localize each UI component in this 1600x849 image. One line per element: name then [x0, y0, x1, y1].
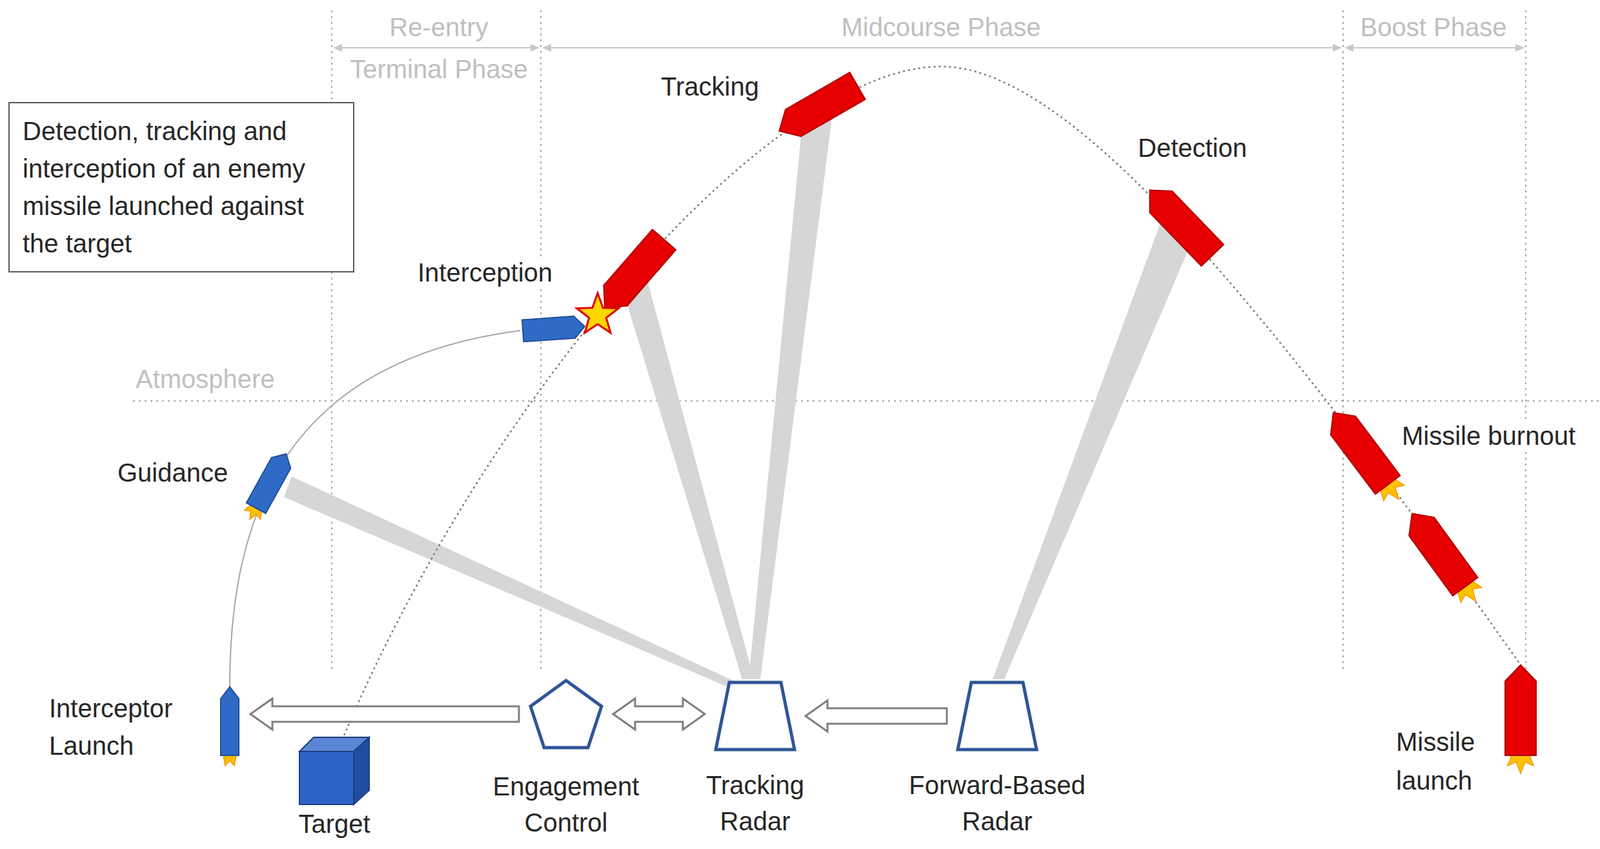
forward-based-radar: Forward-Based Radar [955, 680, 1039, 752]
phase-label: Terminal Phase [349, 53, 528, 85]
enemy-missile [1138, 179, 1224, 266]
block-arrow [613, 698, 705, 730]
pentagon-outline [527, 677, 605, 750]
interceptor-missile [240, 448, 296, 525]
label-wrap: Missile burnout [1399, 420, 1593, 452]
missile-body [1505, 664, 1537, 756]
radar-shape [957, 682, 1037, 750]
step-label: Interception [415, 256, 556, 288]
node-label-wrap: Target [269, 809, 399, 838]
label-wrap: Re-entry [335, 11, 543, 43]
step-label: Tracking [660, 70, 760, 102]
tracking-radar: Tracking Radar [713, 680, 797, 752]
radar-beam [992, 219, 1196, 679]
missile-flame [223, 755, 237, 766]
node-label-wrap: Tracking Radar [690, 766, 820, 840]
engagement-control: Engagement Control [527, 677, 605, 750]
note-text-block: Detection, tracking and interception of … [22, 112, 341, 263]
missile-body [1138, 179, 1224, 266]
enemy-missile [593, 229, 676, 318]
pentagon-shape [530, 680, 602, 748]
missile-body [522, 315, 586, 343]
label-wrap: Midcourse Phase [805, 11, 1077, 43]
missile-body [771, 72, 865, 145]
phase-label: Boost Phase [1360, 11, 1508, 43]
atmosphere-line [132, 400, 1600, 402]
phase-dividers [331, 10, 1526, 669]
radar-shape [715, 682, 795, 750]
radar-beams [283, 112, 1196, 691]
label-wrap: Guidance [117, 456, 247, 488]
missile-body [246, 448, 296, 514]
block-arrow [805, 700, 947, 732]
enemy-missile [1399, 504, 1489, 610]
explosion [577, 293, 619, 334]
node-label: Interceptor Launch [49, 689, 192, 765]
phase-span-arrows [334, 47, 1524, 49]
node-label-wrap: Engagement Control [485, 768, 647, 841]
interceptor-outline [218, 686, 242, 767]
label-wrap: Detection [1137, 132, 1293, 164]
radar-beam [620, 282, 754, 679]
node-label-wrap: Forward-Based Radar [903, 766, 1091, 840]
node-label-wrap: Interceptor Launch [49, 689, 192, 765]
target-cube: Target [298, 735, 371, 806]
trap-outline [713, 680, 797, 752]
note-text: Detection, tracking and interception of … [22, 112, 341, 263]
phase-label: Midcourse Phase [840, 11, 1041, 43]
cube-front [299, 751, 354, 805]
enemy-missile [1505, 664, 1537, 774]
node-label: Tracking Radar [690, 766, 820, 840]
interceptor-missile [522, 315, 586, 343]
node-label: Forward-Based Radar [903, 766, 1091, 840]
missile-body [1321, 403, 1401, 495]
block-arrow [250, 698, 519, 730]
step-label: Guidance [117, 456, 228, 488]
label-wrap: Atmosphere [135, 363, 330, 395]
label-wrap: Terminal Phase [335, 53, 543, 85]
note-box: Detection, tracking and interception of … [8, 101, 355, 273]
explosion-star [577, 293, 619, 334]
radar-beam [283, 476, 738, 691]
phase-span [543, 47, 1341, 49]
missile-body [1399, 504, 1478, 596]
label-wrap: Tracking [660, 70, 816, 102]
interceptor-launcher: Interceptor Launch [218, 686, 242, 767]
enemy-missile [771, 72, 865, 145]
node-label: Engagement Control [485, 768, 647, 841]
step-label: Missile burnout [1399, 420, 1579, 452]
cube-side [353, 737, 370, 805]
missile-flame [1507, 755, 1534, 774]
missile-body [593, 229, 676, 318]
phase-divider [1525, 10, 1527, 669]
step-label: Missile launch [1396, 722, 1506, 800]
layer-label: Atmosphere [135, 363, 275, 395]
missile-body [220, 686, 239, 756]
phase-span [1345, 47, 1524, 49]
radar-beam [748, 112, 833, 679]
trap-outline [955, 680, 1039, 752]
step-label: Detection [1137, 132, 1247, 164]
label-wrap: Boost Phase [1343, 11, 1524, 43]
node-label: Target [269, 809, 399, 838]
label-wrap: Interception [415, 256, 583, 288]
enemy-missile [1321, 403, 1411, 509]
phase-span [334, 47, 539, 49]
cube-outline [298, 735, 371, 806]
label-wrap: Missile launch [1396, 722, 1506, 800]
missile-trajectory [342, 66, 1521, 740]
phase-divider [1342, 10, 1344, 669]
phase-label: Re-entry [389, 11, 488, 43]
